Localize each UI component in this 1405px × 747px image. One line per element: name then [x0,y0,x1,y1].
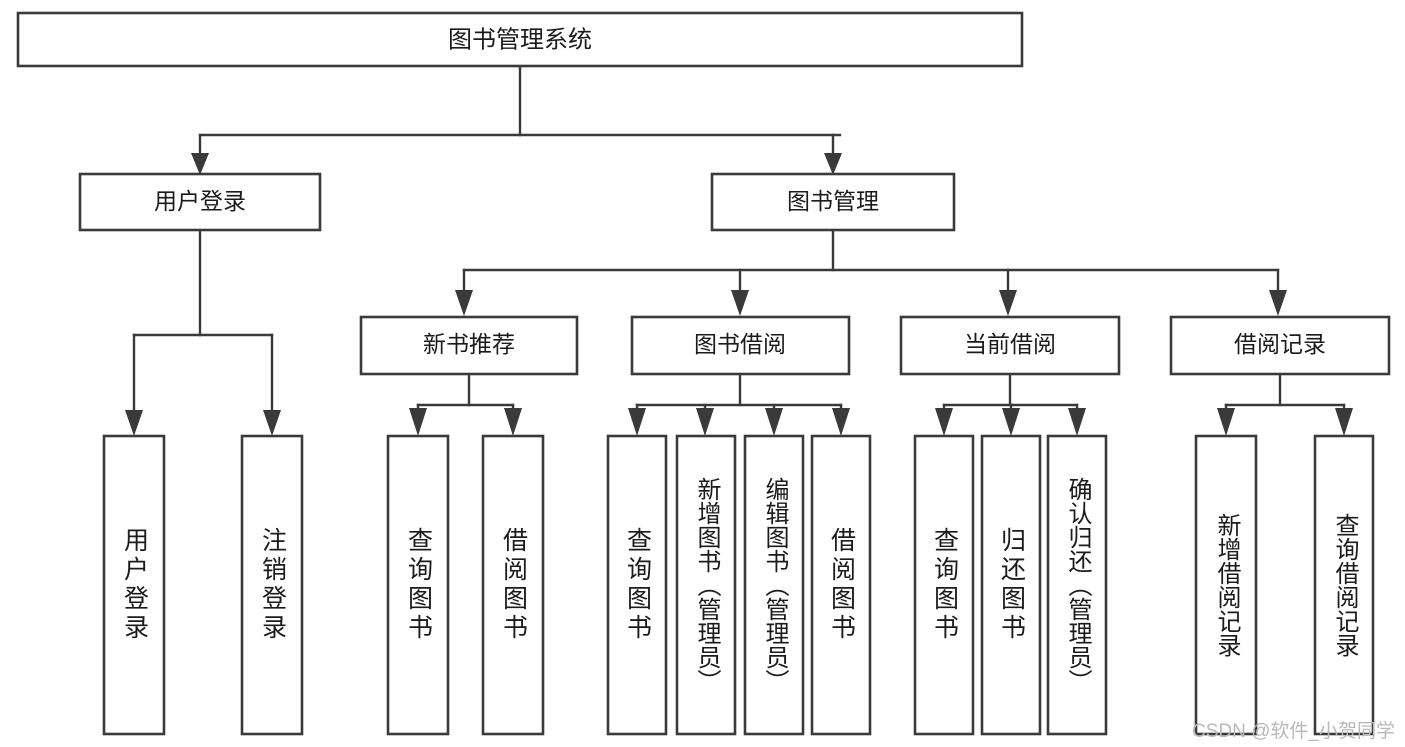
leaf-bw-add-book[interactable] [675,434,737,736]
node-new-book-recommend[interactable] [359,315,579,376]
node-book-borrow[interactable] [630,315,851,376]
leaf-nb-borrow-book[interactable] [481,434,545,736]
arrow-bw-leaf2 [696,408,714,436]
leaf-logout[interactable] [240,434,304,736]
node-user-login[interactable] [78,172,322,232]
leaf-cb-confirm-return[interactable] [1046,434,1108,736]
arrow-to-leaf-logout [263,410,281,436]
arrow-cb-leaf3 [1068,408,1086,436]
arrow-to-current [999,290,1017,316]
node-current-borrow-label: 当前借阅 [964,331,1056,357]
node-new-book-recommend-label: 新书推荐 [423,331,515,357]
leaf-cb-query-book[interactable] [913,434,975,736]
node-user-login-label: 用户登录 [154,188,246,214]
node-borrow-record[interactable] [1169,315,1391,376]
arrow-bw-leaf3 [765,408,783,436]
arrow-nb-leaf2 [504,408,522,436]
leaf-bw-borrow-book[interactable] [810,434,872,736]
arrow-to-borrow [731,290,749,316]
arrow-nb-leaf1 [409,408,427,436]
node-layer: 图书管理系统 用户登录 图书管理 新书推荐 图书借阅 当前借阅 借阅记录 [16,11,1391,736]
leaf-bw-query-book[interactable] [606,434,668,736]
arrow-to-book-mgmt [824,153,842,175]
leaf-nb-query-book[interactable] [386,434,450,736]
arrow-rc-leaf1 [1217,408,1235,436]
arrow-cb-leaf1 [935,408,953,436]
arrow-to-record [1269,290,1287,316]
leaf-bw-edit-book[interactable] [743,434,805,736]
arrow-to-leaf-user-login [125,410,143,436]
node-current-borrow[interactable] [899,315,1121,376]
node-book-management-label: 图书管理 [787,188,879,214]
arrow-to-new-book [455,290,473,316]
leaf-rc-query-record[interactable] [1313,434,1375,736]
node-borrow-record-label: 借阅记录 [1234,331,1326,357]
node-book-management[interactable] [710,172,956,232]
leaf-cb-return-book[interactable] [980,434,1042,736]
node-root[interactable] [16,11,1024,68]
leaf-user-login[interactable] [102,434,166,736]
connector-layer [125,64,1353,436]
arrow-bw-leaf1 [628,408,646,436]
node-root-label: 图书管理系统 [448,26,592,53]
arrow-cb-leaf2 [1002,408,1020,436]
arrow-bw-leaf4 [832,408,850,436]
arrow-rc-leaf2 [1335,408,1353,436]
node-book-borrow-label: 图书借阅 [694,331,786,357]
leaf-rc-add-record[interactable] [1194,434,1258,736]
arrow-to-user-login [191,153,209,175]
